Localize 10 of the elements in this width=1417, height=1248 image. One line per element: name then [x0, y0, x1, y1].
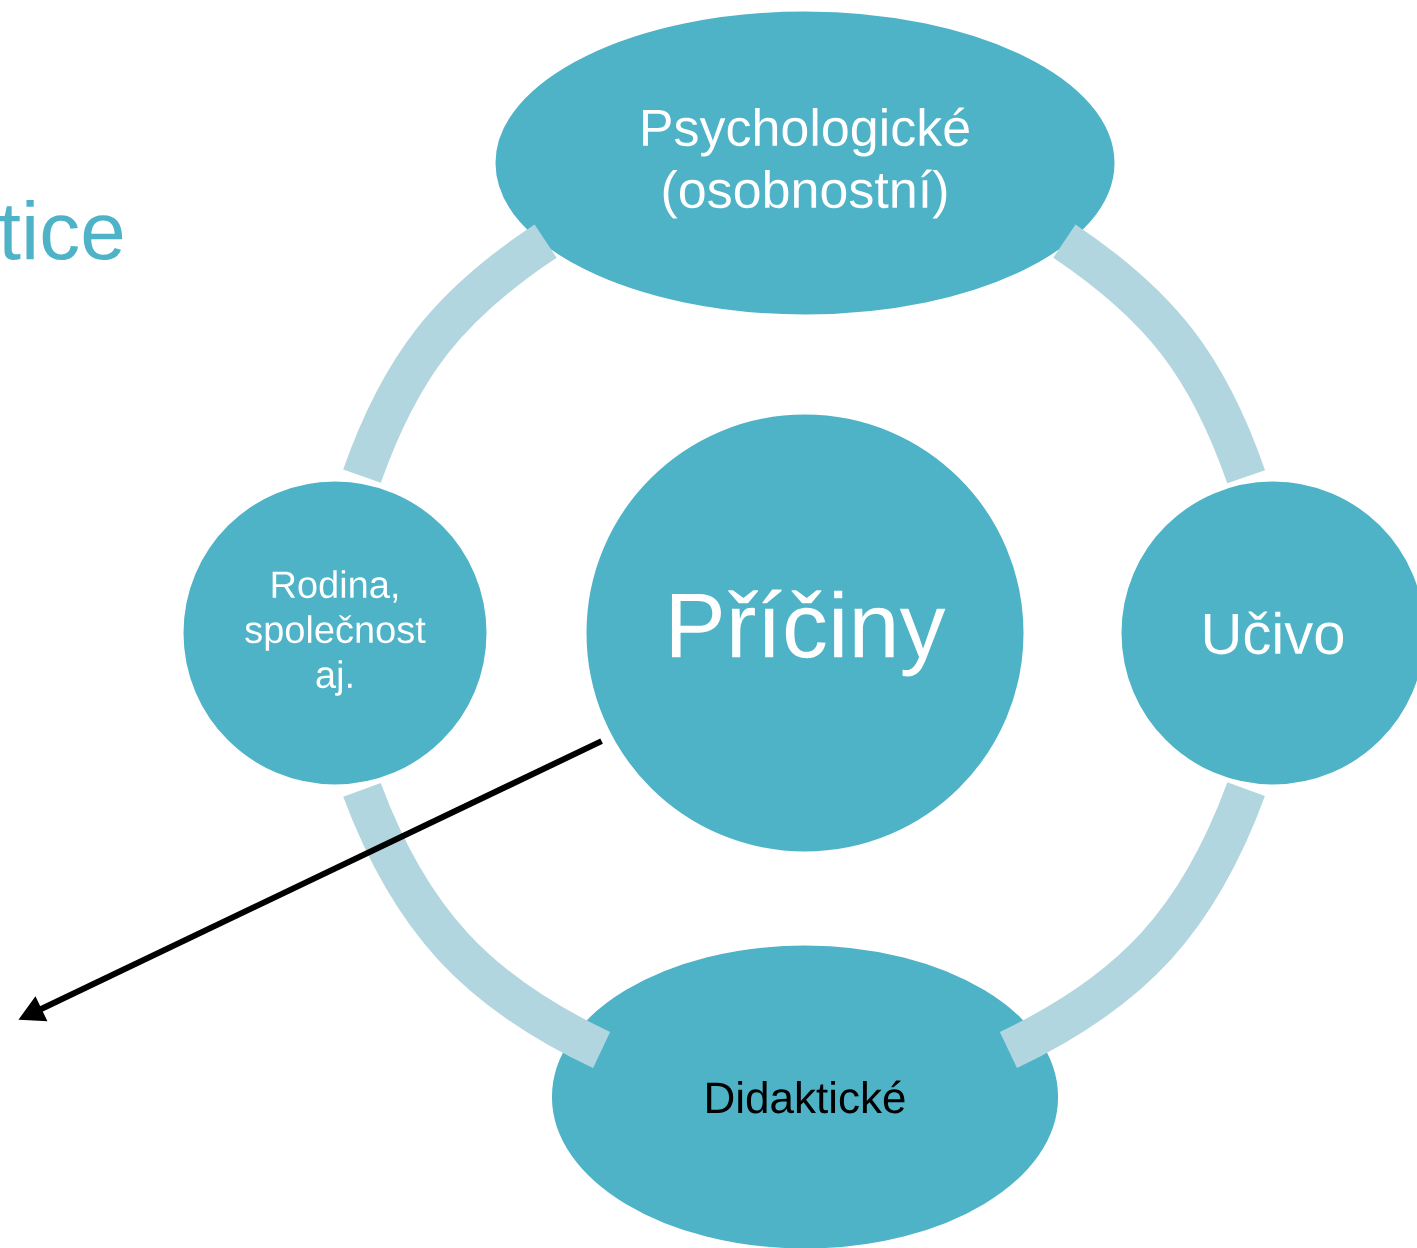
ring-arc	[1052, 224, 1265, 484]
ring-arc	[343, 782, 611, 1068]
circle-node: Příčiny	[583, 411, 1027, 855]
ellipse-node: Didaktické	[548, 942, 1062, 1248]
title-text: tice	[0, 199, 123, 261]
ellipse-node: Psychologické (osobnostní)	[492, 8, 1118, 318]
ring-arc	[999, 781, 1265, 1068]
circle-node: Učivo	[1118, 478, 1417, 788]
ring-arc	[343, 224, 557, 484]
circle-node: Rodina, společnost aj.	[180, 478, 490, 788]
